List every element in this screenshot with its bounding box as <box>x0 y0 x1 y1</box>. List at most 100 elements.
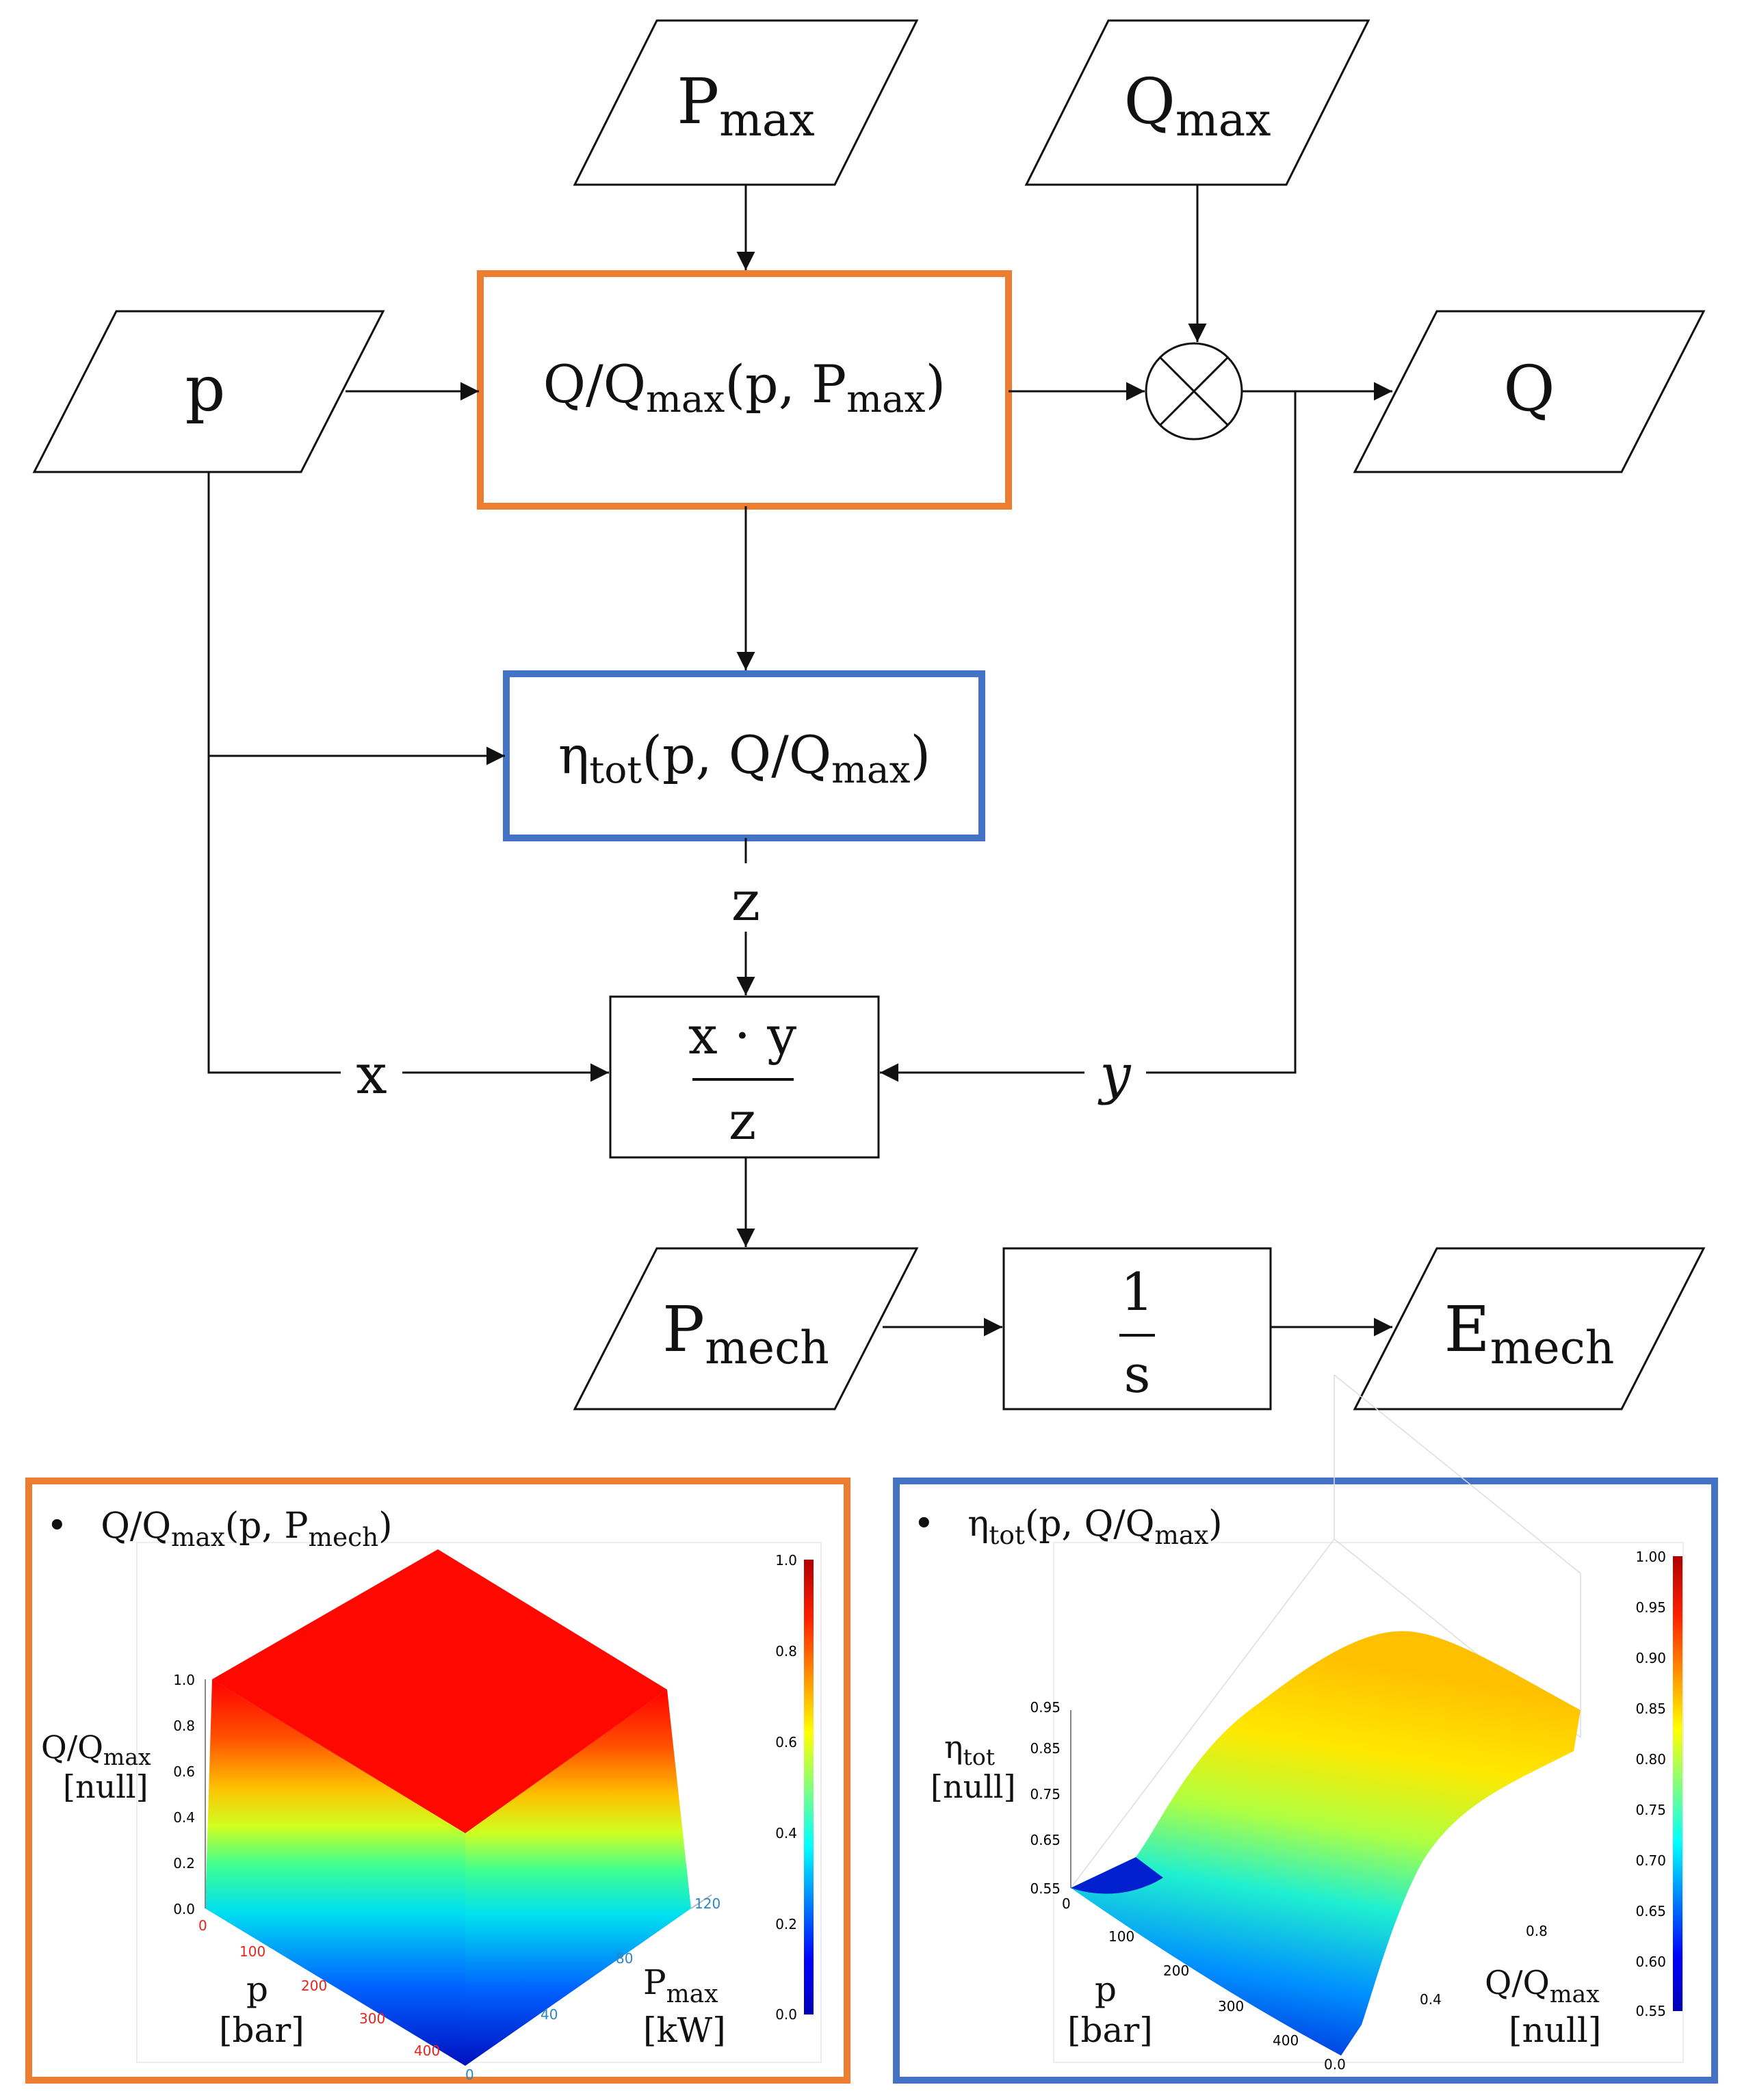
svg-text:0: 0 <box>465 2066 474 2083</box>
output-q: Q <box>1353 310 1706 473</box>
plot1-colorbar: 1.0 0.8 0.6 0.4 0.2 0.0 <box>775 1552 814 2023</box>
divide-block: x · y z <box>609 995 880 1159</box>
svg-text:y: y <box>1097 1042 1132 1106</box>
svg-text:0.4: 0.4 <box>775 1825 797 1841</box>
plot-efficiency: • ηtot(p, Q/Qmax) 0.95 0.85 0.75 0.65 0.… <box>893 1374 1718 2084</box>
svg-text:[bar]: [bar] <box>219 2010 304 2050</box>
multiply-junction: × <box>0 0 1243 441</box>
input-pmax: Pmax <box>573 19 919 186</box>
svg-text:0: 0 <box>1062 1895 1071 1912</box>
plot-q-ratio: • Q/Qmax(p, Pmech) 1.0 0.8 0.6 0.4 0.2 0… <box>25 1478 850 2084</box>
svg-text:0.75: 0.75 <box>1030 1786 1061 1802</box>
input-p: p <box>32 310 385 473</box>
q-output-label: Q <box>1503 352 1555 425</box>
plot2-z-axis: 0.95 0.85 0.75 0.65 0.55 <box>1030 1699 1071 1897</box>
svg-text:Qmax: Qmax <box>1123 65 1271 146</box>
svg-text:1.0: 1.0 <box>173 1672 195 1688</box>
svg-text:0.4: 0.4 <box>173 1809 195 1826</box>
efficiency-block: ηtot(p, Q/Qmax) <box>503 670 985 841</box>
output-emech: Emech <box>1353 1247 1706 1410</box>
p-label: p <box>185 352 226 425</box>
svg-text:120: 120 <box>694 1895 720 1912</box>
q-ratio-block: Q/Qmax(p, Pmax) <box>477 270 1012 510</box>
svg-text:200: 200 <box>1163 1963 1189 1979</box>
svg-text:x: x <box>356 1042 387 1106</box>
svg-text:×: × <box>0 0 1 1</box>
plot1-title: Q/Q <box>101 1506 171 1547</box>
svg-text:0.0: 0.0 <box>1324 2056 1346 2073</box>
svg-text:0.8: 0.8 <box>775 1643 797 1659</box>
block-diagram: Pmax Qmax p Q/Qmax(p, Pmax) × <box>0 0 1706 1410</box>
svg-text:0: 0 <box>198 1917 207 1934</box>
plot2-bullet: • <box>913 1504 935 1545</box>
output-pmech: Pmech <box>573 1247 919 1410</box>
plot1-ylabel: P <box>643 1963 666 2002</box>
svg-text:0.95: 0.95 <box>1030 1699 1061 1716</box>
plot2-y-axis: 0.0 0.4 0.8 <box>1324 1923 1548 2073</box>
svg-text:80: 80 <box>616 1950 633 1967</box>
svg-text:0.55: 0.55 <box>1635 2003 1666 2019</box>
svg-text:0.2: 0.2 <box>173 1855 195 1872</box>
plot2-x-axis: 0 100 200 300 400 <box>1062 1895 1299 2049</box>
plot1-zlabel: Q/Q <box>41 1729 103 1766</box>
edge-label-z: z <box>718 863 773 933</box>
svg-text:z: z <box>731 869 760 933</box>
svg-text:Emech: Emech <box>1444 1293 1615 1374</box>
svg-text:40: 40 <box>541 2006 558 2023</box>
svg-text:400: 400 <box>1273 2032 1299 2049</box>
svg-text:0.80: 0.80 <box>1635 1751 1666 1768</box>
svg-text:[null]: [null] <box>1509 2010 1601 2050</box>
svg-text:[null]: [null] <box>63 1768 148 1805</box>
qmax-label: Q <box>1123 65 1175 138</box>
plot2-zlabel: η <box>944 1729 963 1766</box>
emech-label: E <box>1444 1293 1490 1366</box>
input-qmax: Qmax <box>1024 19 1370 186</box>
plot2-xlabel: p <box>1095 1969 1117 2009</box>
integrator-block: 1 s <box>1002 1247 1272 1410</box>
svg-text:300: 300 <box>359 2010 385 2027</box>
svg-text:200: 200 <box>301 1978 327 1994</box>
divide-numerator: x · y <box>688 1005 796 1066</box>
svg-text:400: 400 <box>414 2043 440 2059</box>
svg-text:Pmax: Pmax <box>643 1963 718 2008</box>
svg-text:0.95: 0.95 <box>1635 1599 1666 1616</box>
plot1-x-axis: 0 100 200 300 400 <box>198 1917 440 2059</box>
svg-text:0.0: 0.0 <box>775 2006 797 2023</box>
svg-text:Q/Qmax: Q/Qmax <box>1485 1964 1600 2008</box>
svg-text:100: 100 <box>239 1943 265 1960</box>
plot1-z-axis: 1.0 0.8 0.6 0.4 0.2 0.0 <box>173 1672 206 1917</box>
svg-text:0.55: 0.55 <box>1030 1880 1061 1897</box>
pmech-label: P <box>662 1293 705 1366</box>
svg-text:0.2: 0.2 <box>775 1916 797 1932</box>
svg-text:• ηtot(p, Q/Qmax): • ηtot(p, Q/Qmax) <box>913 1504 1223 1550</box>
pmax-label: P <box>677 65 719 138</box>
divide-denominator: z <box>729 1090 756 1151</box>
svg-text:1: 1 <box>1121 1261 1154 1322</box>
svg-text:0.65: 0.65 <box>1635 1903 1666 1919</box>
svg-text:ηtot: ηtot <box>944 1729 996 1770</box>
svg-text:0.70: 0.70 <box>1635 1852 1666 1869</box>
svg-text:0.8: 0.8 <box>1526 1923 1548 1939</box>
svg-text:[null]: [null] <box>931 1768 1016 1805</box>
svg-text:0.6: 0.6 <box>173 1763 195 1780</box>
svg-text:Pmax: Pmax <box>677 65 815 146</box>
svg-text:[bar]: [bar] <box>1067 2010 1153 2050</box>
svg-text:0.85: 0.85 <box>1030 1740 1061 1757</box>
edge-label-x: x <box>341 1040 402 1106</box>
plot1-y-axis: 0 40 80 120 <box>465 1895 720 2083</box>
svg-text:Q/Qmax(p, Pmax): Q/Qmax(p, Pmax) <box>543 354 946 421</box>
svg-text:0.8: 0.8 <box>173 1718 195 1734</box>
svg-text:0.65: 0.65 <box>1030 1832 1061 1848</box>
plot2-colorbar: 1.00 0.95 0.90 0.85 0.80 0.75 0.70 0.65 … <box>1635 1549 1682 2019</box>
svg-text:[kW]: [kW] <box>643 2010 726 2050</box>
svg-text:Q/Qmax: Q/Qmax <box>41 1729 151 1770</box>
plot2-title: η <box>967 1504 989 1545</box>
plot1-xlabel: p <box>246 1969 268 2009</box>
plot2-surface <box>1071 1631 1581 2056</box>
svg-text:0.0: 0.0 <box>173 1901 195 1917</box>
svg-text:• Q/Qmax(p, Pmech): • Q/Qmax(p, Pmech) <box>47 1506 393 1552</box>
plot2-ylabel: Q/Q <box>1485 1964 1550 2002</box>
svg-text:ηtot(p, Q/Qmax): ηtot(p, Q/Qmax) <box>558 724 931 791</box>
edge-label-y: y <box>1084 1040 1146 1106</box>
